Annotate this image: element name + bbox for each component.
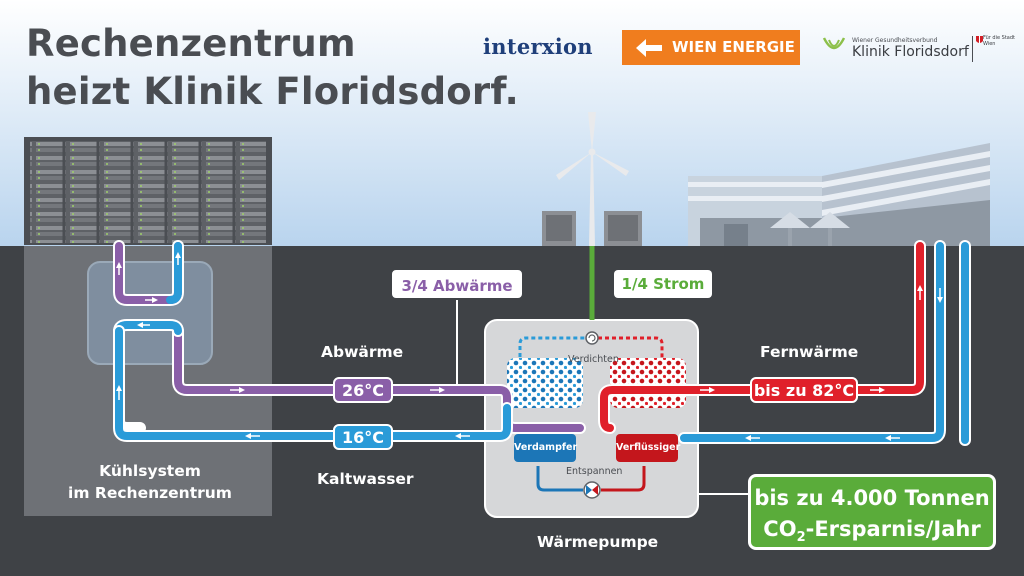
evaporator-top — [507, 358, 583, 408]
abwaerme-share-tag: 3/4 Abwärme — [392, 270, 522, 298]
logo-divider — [972, 36, 973, 62]
abwaerme-temp-badge: 26°C — [333, 377, 393, 403]
refrigerant-circuit — [518, 331, 664, 499]
evaporator-box — [514, 434, 576, 462]
kuehlsystem-label-1: Kühlsystem — [99, 462, 201, 480]
savings-suffix: -Ersparnis/Jahr — [805, 517, 981, 541]
stadt-wien-text: Für die Stadt Wien — [983, 35, 1015, 47]
klinik-sub-text: Wiener Gesundheitsverbund — [852, 37, 938, 44]
hospital-building — [688, 143, 990, 246]
co2-savings-badge: bis zu 4.000 Tonnen CO2-Ersparnis/Jahr — [748, 474, 996, 550]
entspannen-label: Entspannen — [566, 466, 623, 477]
klinik-leaf-icon — [822, 37, 846, 50]
kaltwasser-pipe — [113, 240, 971, 446]
strom-share-tag: 1/4 Strom — [614, 270, 712, 298]
fernwaerme-temp-badge: bis zu 82°C — [750, 377, 858, 403]
data-center-heat-exchanger — [87, 261, 213, 365]
fernwaerme-pipe — [598, 240, 926, 434]
verdichten-label: Verdichten — [568, 354, 619, 365]
klinik-main-text: Klinik Floridsdorf — [852, 44, 969, 60]
condenser-top — [610, 358, 686, 408]
savings-co2-sub: 2 — [796, 530, 806, 546]
verfluessiger-label: Verflüssiger — [616, 442, 681, 453]
verdampfer-label: Verdampfer — [514, 442, 578, 453]
abwaerme-label: Abwärme — [321, 343, 404, 361]
waermepumpe-label: Wärmepumpe — [537, 533, 659, 551]
title-line-2: heizt Klinik Floridsdorf. — [26, 70, 519, 113]
title-line-1: Rechenzentrum — [26, 22, 356, 65]
kuehlsystem-label-2: im Rechenzentrum — [68, 484, 232, 502]
savings-line-1: bis zu 4.000 Tonnen — [754, 486, 990, 510]
interxion-logo: interxion — [483, 34, 593, 59]
condenser-box — [616, 434, 678, 462]
savings-line-2: CO2-Ersparnis/Jahr — [751, 514, 993, 553]
fernwaerme-label: Fernwärme — [760, 343, 859, 361]
wien-energie-icon — [636, 39, 662, 57]
savings-co: CO — [763, 517, 797, 541]
wind-turbine-icon — [542, 112, 642, 246]
vienna-shield-icon — [976, 36, 983, 43]
wien-energie-text: WIEN ENERGIE — [672, 38, 795, 56]
data-center-building — [24, 137, 272, 516]
wien-energie-logo: WIEN ENERGIE — [622, 30, 800, 65]
kaltwasser-label: Kaltwasser — [317, 470, 414, 488]
flow-arrows — [116, 252, 943, 441]
kaltwasser-temp-badge: 16°C — [333, 424, 393, 450]
